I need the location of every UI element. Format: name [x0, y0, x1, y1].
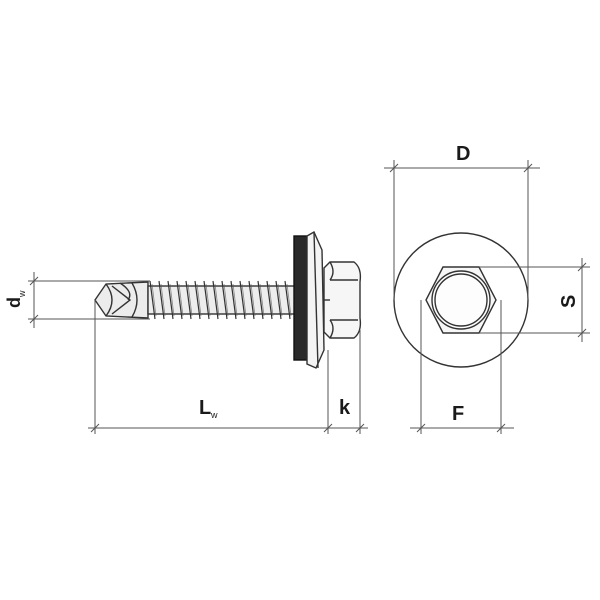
thread-crests: [149, 280, 294, 320]
thread-crest: [266, 280, 273, 320]
thread-shade: [268, 283, 274, 317]
thread-crest: [284, 280, 291, 320]
thread-shade: [178, 283, 184, 317]
thread-crest: [176, 280, 183, 320]
thread-crest: [203, 280, 210, 320]
thread-shade: [169, 283, 175, 317]
thread-shade: [259, 283, 265, 317]
hex-head: [323, 261, 362, 339]
label-dw: d w: [4, 290, 27, 308]
label-k: k: [339, 397, 351, 419]
hex-inner-circle: [431, 270, 491, 330]
thread-shade: [250, 283, 256, 317]
thread-shade: [205, 283, 211, 317]
thread-crest: [167, 280, 174, 320]
thread-crest: [221, 280, 228, 320]
thread-crest: [257, 280, 264, 320]
screw-front-view: [393, 232, 529, 368]
thread-crest: [212, 280, 219, 320]
label-F: F: [452, 403, 464, 425]
thread-crest: [275, 280, 282, 320]
label-dw-main: d: [4, 297, 24, 308]
thread-crest: [230, 280, 237, 320]
thread-shade: [187, 283, 193, 317]
thread-shade: [223, 283, 229, 317]
thread-crest: [149, 280, 156, 320]
thread-crest: [239, 280, 246, 320]
drill-tip: [94, 281, 149, 319]
thread-shade: [232, 283, 238, 317]
label-S: S: [558, 295, 580, 308]
thread-crest: [185, 280, 192, 320]
label-D: D: [456, 143, 470, 165]
thread-shade: [214, 283, 220, 317]
thread-shade: [286, 283, 292, 317]
label-S-group: S: [558, 295, 580, 308]
dimension-lines-side: [28, 272, 368, 434]
label-dw-sub: w: [17, 290, 27, 298]
dimension-lines-front: [384, 160, 590, 434]
thread-shade: [241, 283, 247, 317]
thread-crest: [194, 280, 201, 320]
rubber-washer: [293, 235, 308, 361]
label-lw-sub: w: [210, 410, 218, 420]
screw-side-view: [94, 231, 362, 369]
thread-shade: [196, 283, 202, 317]
thread-shade: [151, 283, 157, 317]
thread-shade: [277, 283, 283, 317]
label-lw-main: L: [199, 397, 211, 419]
thread-crest: [158, 280, 165, 320]
thread-shade: [160, 283, 166, 317]
hex-inner-circle-2: [434, 273, 488, 327]
thread-crest: [248, 280, 255, 320]
